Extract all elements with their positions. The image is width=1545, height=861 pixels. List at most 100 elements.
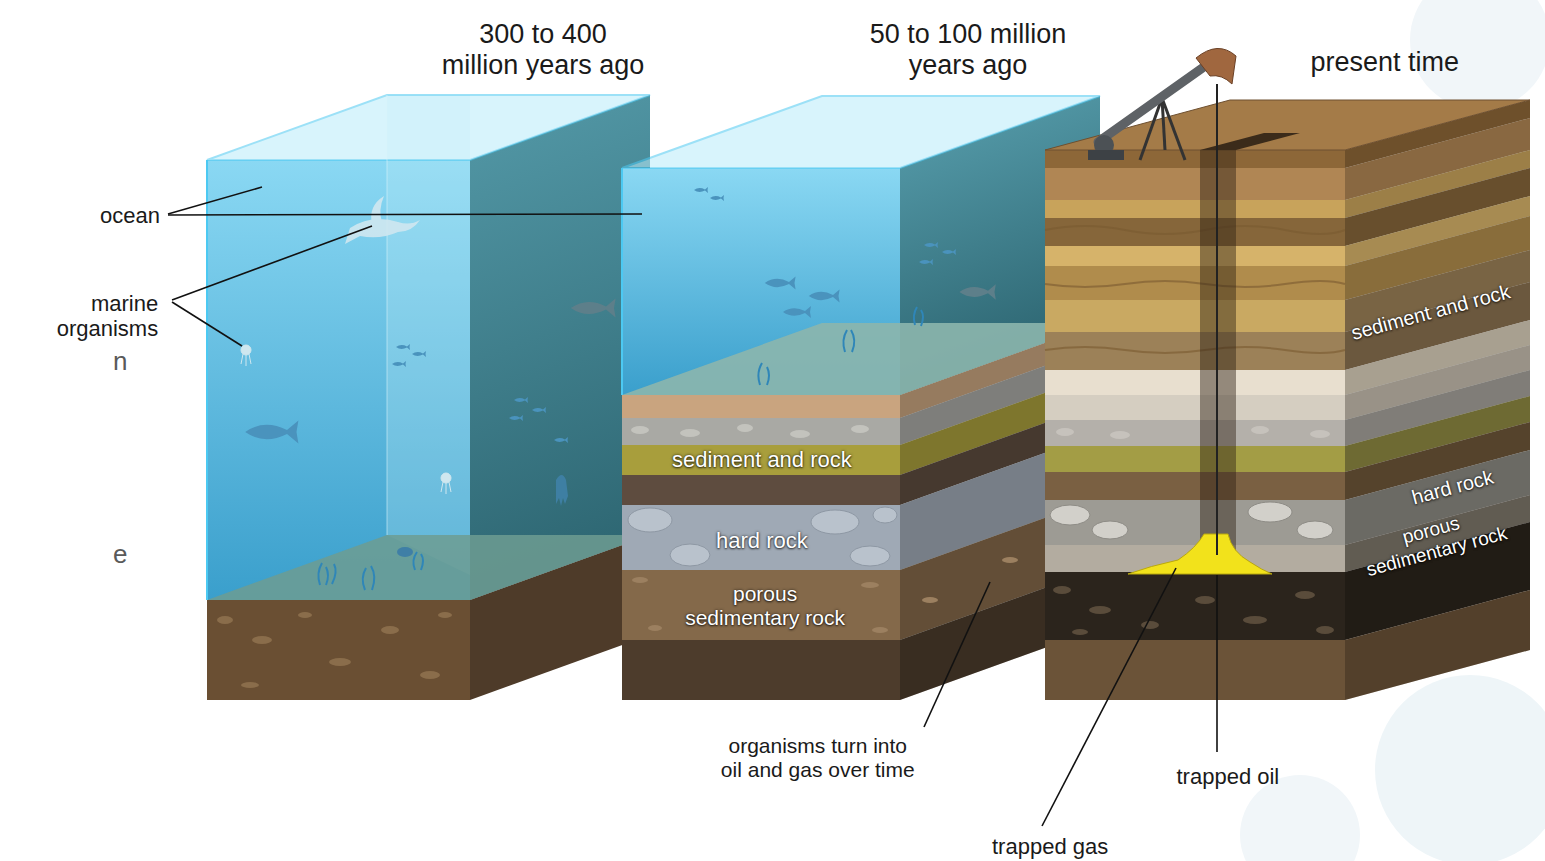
pebble: [1110, 431, 1130, 439]
seaweed-strand: [758, 363, 769, 385]
block-edge: [206, 160, 208, 600]
pebble: [631, 426, 649, 434]
callout-label: trapped oil: [1177, 764, 1280, 789]
layer-label: sediment and rock: [672, 447, 852, 472]
fish: [809, 289, 840, 302]
rock-blob: [1297, 521, 1333, 539]
hard-rock-blobs: [628, 507, 897, 566]
fish: [554, 437, 568, 443]
fish: [532, 407, 546, 413]
leader-line: [168, 187, 262, 214]
era-heading: present time: [1311, 47, 1460, 78]
callout-label: organisms turn into oil and gas over tim…: [718, 734, 918, 782]
fish: [396, 344, 410, 350]
layer-label: sediment and rock: [1348, 280, 1512, 345]
leader-line: [172, 226, 372, 300]
layer-front: [1045, 300, 1345, 332]
rubble: [1195, 596, 1215, 604]
tripod-leg: [1162, 98, 1165, 150]
layer-front: [1045, 168, 1345, 200]
grain: [1002, 557, 1018, 563]
fish: [942, 249, 956, 255]
fish: [514, 397, 528, 403]
pebble: [438, 612, 452, 618]
callout-label: marine organisms: [35, 291, 158, 342]
pebble: [790, 430, 810, 438]
pebble: [851, 425, 869, 433]
well-pipe: [1216, 84, 1218, 555]
pebble: [1310, 430, 1330, 438]
pebble: [298, 612, 312, 618]
side-fish: [571, 298, 616, 317]
layer-front: [1045, 218, 1345, 246]
pebble: [241, 682, 259, 688]
layer-front: [1045, 446, 1345, 472]
cropped-text: n: [113, 347, 127, 377]
fish: [710, 195, 724, 201]
buried-sediment-block: [622, 96, 1100, 700]
pebble: [737, 424, 753, 432]
layer-front: [1045, 200, 1345, 218]
rock-blob: [1050, 505, 1090, 525]
leader-line: [168, 214, 642, 215]
rock-blob: [628, 508, 672, 532]
fish: [919, 259, 933, 265]
fish-school: [245, 344, 568, 443]
rock-blob: [670, 544, 710, 566]
grain: [861, 582, 879, 588]
layer-front: [622, 640, 900, 700]
seafloor-surface: [207, 535, 650, 600]
era-heading: 300 to 400 million years ago: [440, 19, 647, 81]
fish: [392, 361, 406, 367]
pebble: [329, 658, 351, 666]
block-side-face: [1345, 100, 1530, 700]
hard-rock-blobs: [1050, 502, 1333, 539]
present-day-block: [1045, 48, 1530, 700]
motor-base: [1088, 150, 1124, 160]
pebble: [420, 671, 440, 679]
leader-lines: [168, 187, 1217, 826]
water-top: [207, 95, 650, 160]
tentacles: [441, 482, 451, 494]
ancient-ocean-block: [207, 95, 650, 700]
rock-blob: [850, 546, 890, 566]
block-edge: [621, 168, 623, 395]
gravel: [631, 424, 869, 438]
layer-front: [1045, 246, 1345, 266]
fish-school: [694, 187, 956, 318]
tripod-leg: [1162, 98, 1185, 160]
gravel: [1056, 426, 1330, 439]
layer-front: [1045, 332, 1345, 370]
fish: [783, 306, 811, 318]
rock-blob: [873, 507, 897, 523]
grain: [632, 577, 648, 583]
jellyfish-bell: [241, 345, 251, 355]
grain: [872, 627, 888, 633]
fish: [509, 415, 523, 421]
grain: [648, 625, 662, 631]
rubble: [1141, 621, 1159, 629]
layer-front: [622, 445, 900, 475]
marine-reptile: [345, 196, 420, 244]
seaweed: [758, 307, 923, 385]
fish: [571, 298, 616, 317]
seaweed-strand: [318, 563, 335, 585]
layer-front: [622, 395, 900, 418]
side-shade: [1345, 100, 1530, 700]
jellyfish: [241, 345, 451, 494]
layer-front: [622, 505, 900, 570]
pebble: [680, 429, 700, 437]
layer-label: hard rock: [716, 528, 808, 553]
rock-blob: [811, 510, 859, 534]
tentacles: [241, 354, 251, 366]
seafloor-surface: [622, 323, 1100, 395]
layer-front: [1045, 640, 1345, 700]
bubble: [1375, 675, 1545, 861]
rubble: [1316, 626, 1334, 634]
rubble: [1243, 616, 1267, 624]
layer-front: [1045, 572, 1345, 640]
water-top: [622, 96, 1100, 168]
leader-line: [172, 302, 242, 346]
